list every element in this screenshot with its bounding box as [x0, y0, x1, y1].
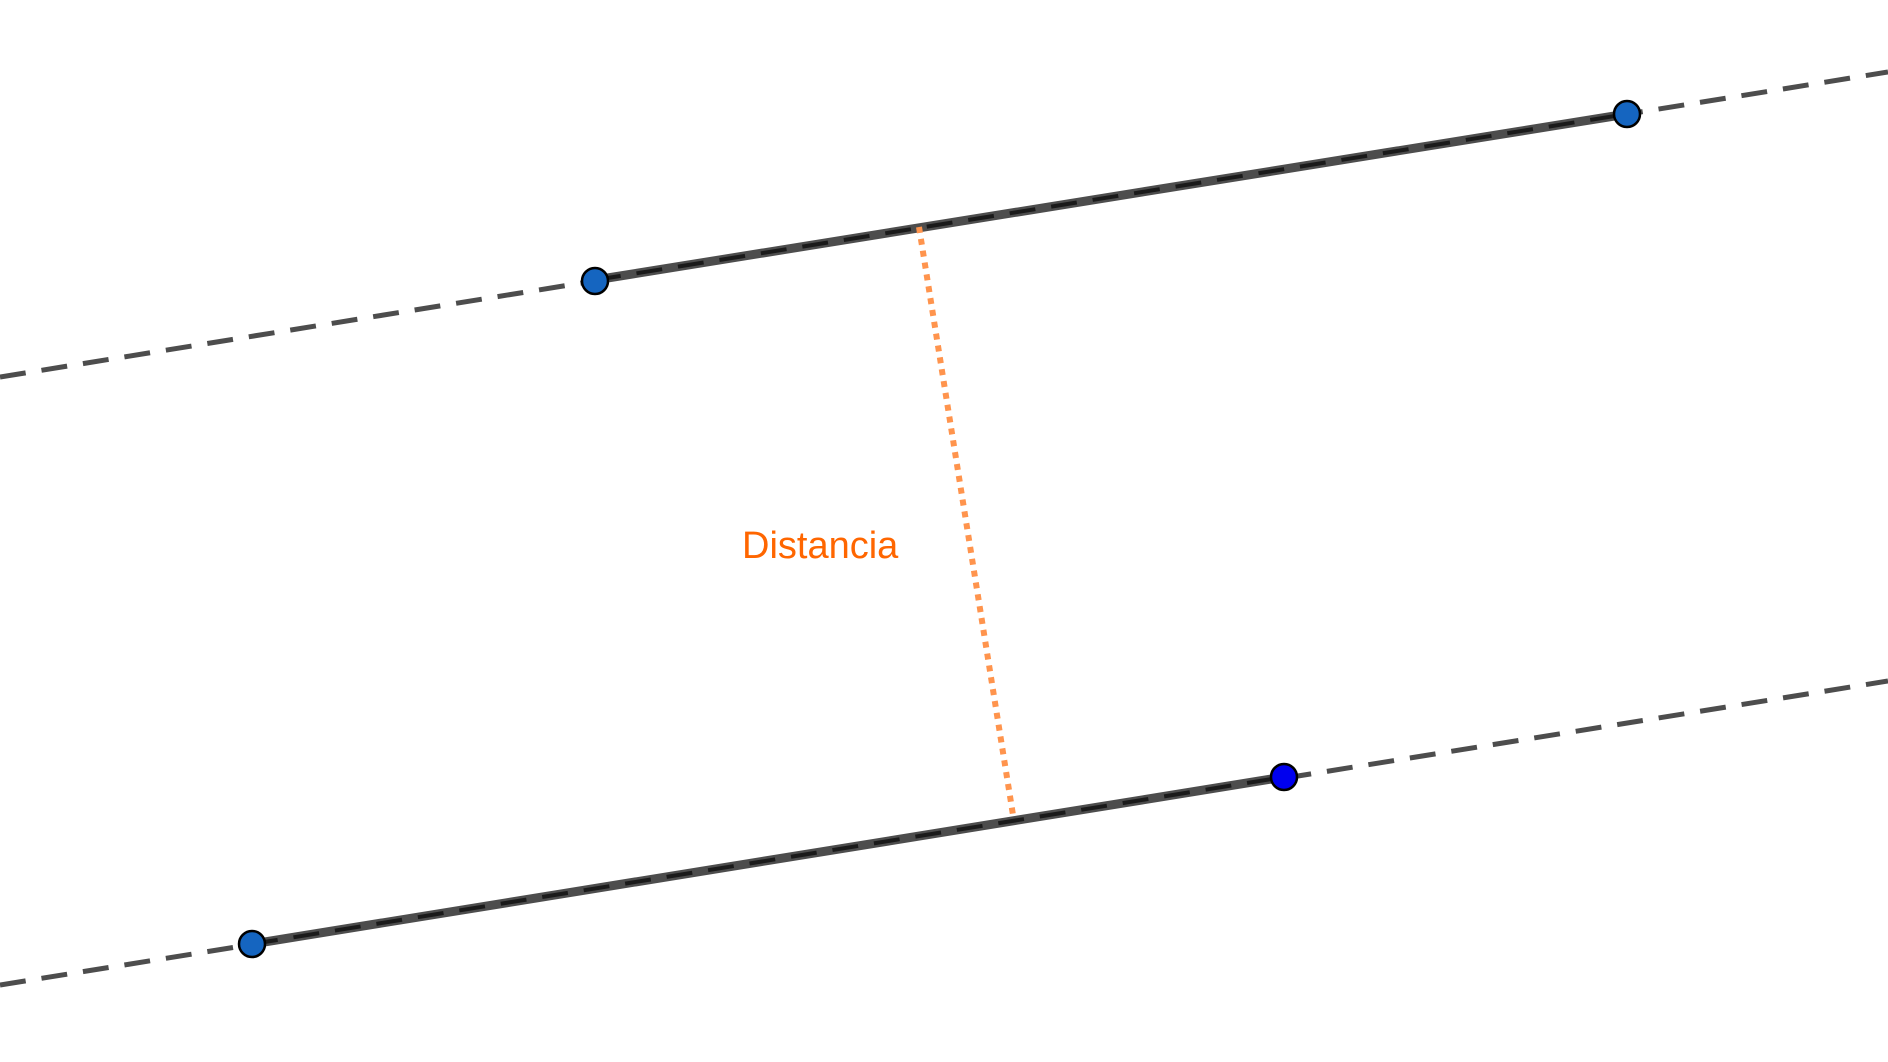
point-upper-left[interactable]	[580, 266, 610, 296]
lower-segment-dash	[251, 775, 1285, 946]
distance-label: Distancia	[742, 525, 899, 567]
point-lower-right[interactable]	[1269, 762, 1299, 792]
point-upper-right[interactable]	[1612, 99, 1642, 129]
upper-line[interactable]	[0, 69, 1888, 380]
distance-perpendicular[interactable]	[916, 226, 1016, 816]
point-lower-left[interactable]	[237, 929, 267, 959]
upper-segment-dash	[594, 112, 1628, 282]
